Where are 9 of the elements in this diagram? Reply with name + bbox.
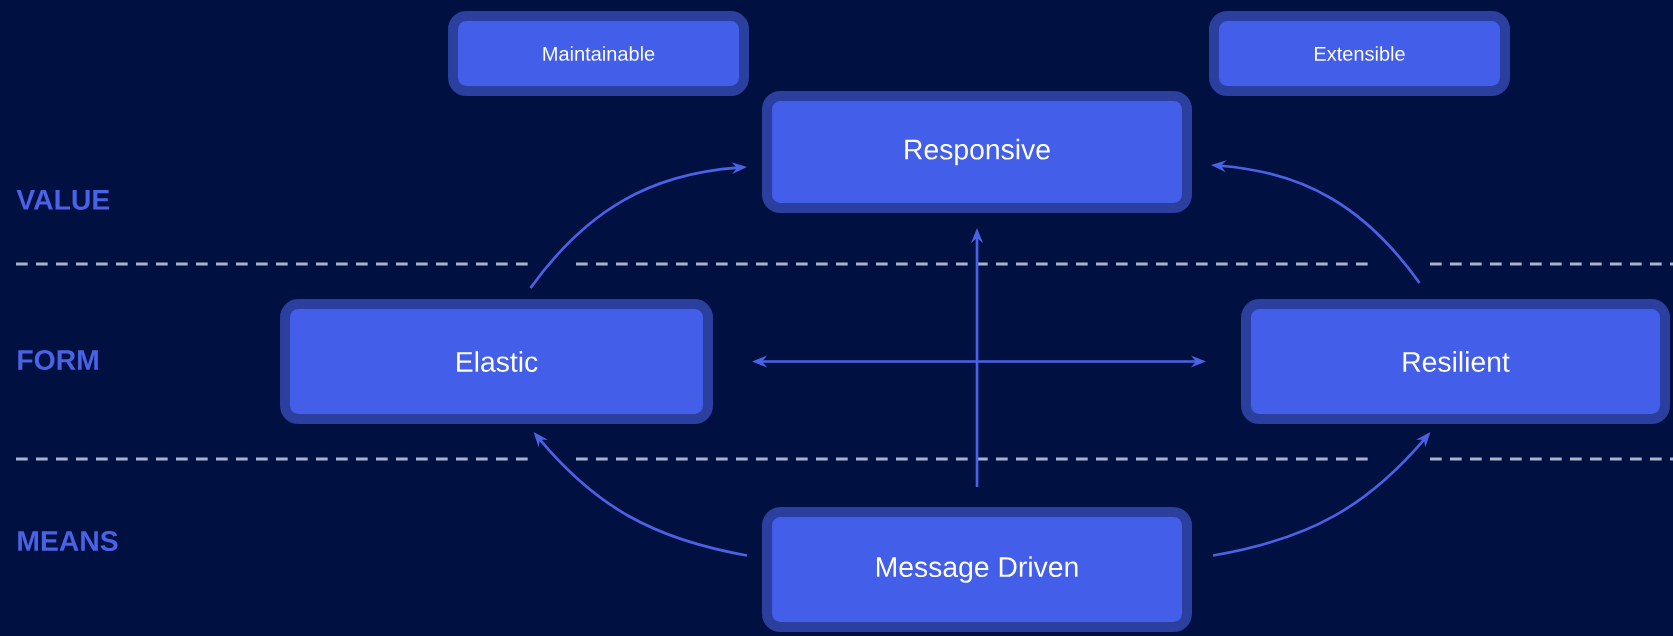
process-box: Maintainable: [448, 11, 749, 96]
row-label: MEANS: [18, 530, 118, 552]
row-label: FORM: [18, 349, 98, 371]
process-box: Responsive: [762, 91, 1192, 213]
process-box: Extensible: [1209, 11, 1510, 96]
process-box: Resilient: [1241, 299, 1670, 424]
process-box: Elastic: [280, 299, 713, 424]
row-label: VALUE: [16, 190, 110, 210]
process-box: Message Driven: [762, 507, 1192, 632]
